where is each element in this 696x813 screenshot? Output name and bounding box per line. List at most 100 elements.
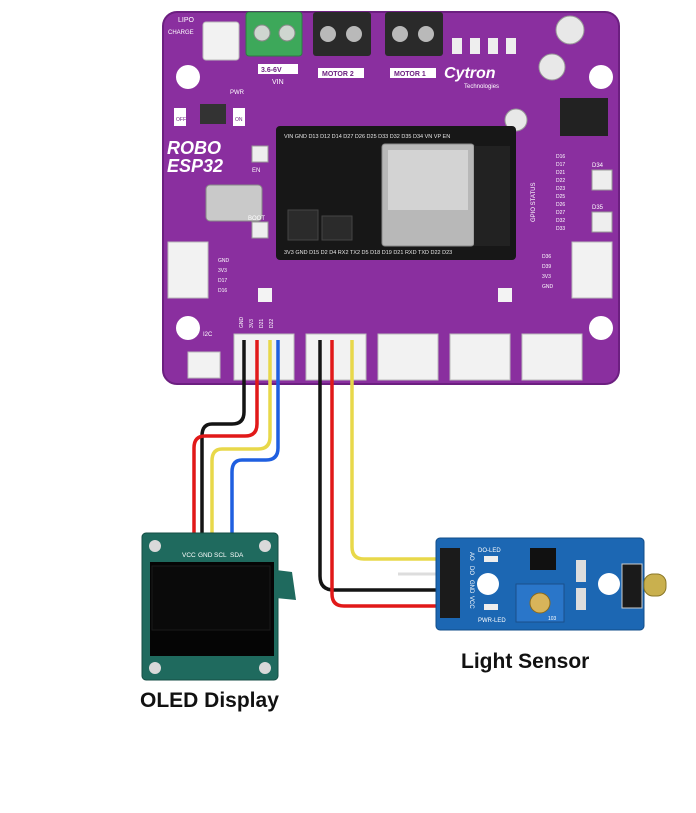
bottom-grove-row <box>233 333 583 381</box>
grove-connector <box>305 333 367 381</box>
mount-hole-icon <box>259 540 271 552</box>
gpio-status-pin: D26 <box>556 202 565 208</box>
screw-icon <box>278 24 296 42</box>
sensor-caption: Light Sensor <box>461 650 590 673</box>
usb-port <box>205 184 263 222</box>
motor2-label: MOTOR 2 <box>322 71 354 78</box>
led-icon <box>488 38 498 54</box>
on-label-box <box>233 108 245 126</box>
pwr-led-label: PWR-LED <box>478 618 506 624</box>
screw-icon <box>392 26 408 42</box>
wire-oled-scl <box>210 340 272 545</box>
gpio-status-pin: D27 <box>556 210 565 216</box>
oled-module: VCC GND SCL SDA <box>141 532 296 681</box>
grove-connector <box>377 333 439 381</box>
vin-range-box <box>258 64 298 74</box>
mount-hole-icon <box>149 540 161 552</box>
i2c-label: I2C <box>203 332 213 338</box>
oled-active-area <box>151 565 271 631</box>
capacitor-icon <box>538 53 566 81</box>
vin-terminal <box>245 11 303 57</box>
usb-chip <box>287 209 319 241</box>
gpio-status-pin: D33 <box>556 226 565 232</box>
antenna-area <box>474 146 510 246</box>
gpio-status-pin: D25 <box>556 194 565 200</box>
gpio-status-list: D16 D17 D21 D22 D23 D25 D26 D27 D32 D33 <box>556 154 565 232</box>
vin-label: VIN <box>272 79 284 86</box>
grove-pin-label: D21 <box>259 319 265 328</box>
d35-label: D35 <box>592 205 604 211</box>
ldr-socket <box>621 563 643 609</box>
light-sensor-module: AO DO GND VCC DO-LED PWR-LED 103 <box>435 537 667 631</box>
model-line1: ROBO <box>167 138 221 158</box>
mount-hole-icon <box>589 316 613 340</box>
comparator-chip <box>530 548 556 570</box>
grove-connector <box>449 333 511 381</box>
d35-button <box>591 211 613 233</box>
grove-pin-label: D22 <box>269 319 275 328</box>
gpio-status-pin: D32 <box>556 218 565 224</box>
mount-hole-icon <box>598 573 620 595</box>
right-grove-pin: D36 <box>542 254 551 260</box>
d34-label: D34 <box>592 163 604 169</box>
brand-name: Cytron <box>444 65 496 82</box>
gpio-status-pin: D17 <box>556 162 565 168</box>
mount-hole-icon <box>589 65 613 89</box>
sensor-pin-label: AO <box>468 552 474 561</box>
motor1-terminal <box>385 12 443 56</box>
wire-oled-vcc <box>192 340 259 545</box>
brand-sub: Technologies <box>464 84 499 90</box>
left-grove-connector <box>167 241 209 299</box>
mount-hole-icon <box>477 573 499 595</box>
wire-sensor-ao <box>350 340 440 561</box>
ldr-icon <box>643 573 667 597</box>
sensor-pin-label: VCC <box>468 596 474 609</box>
charge-label: CHARGE <box>168 30 194 36</box>
wires <box>192 340 440 608</box>
right-grove-pin: GND <box>542 284 554 290</box>
led-icon <box>506 38 516 54</box>
oled-pin-label: VCC <box>182 552 196 559</box>
left-grove-pin: GND <box>218 258 230 264</box>
wire-sensor-gnd <box>318 340 440 592</box>
sensor-header <box>440 548 460 618</box>
gpio-status-pin: D22 <box>556 178 565 184</box>
led-icon <box>498 288 512 302</box>
led-icon <box>470 38 480 54</box>
lipo-label: LIPO <box>178 17 195 24</box>
oled-flex-tab <box>276 570 296 600</box>
bottom-grove-pin-labels: GND 3V3 D21 D22 <box>239 317 275 329</box>
led-icon <box>484 556 498 562</box>
screw-icon <box>253 24 271 42</box>
sensor-pin-label: GND <box>468 580 474 594</box>
right-grove-pin: 3V3 <box>542 274 551 280</box>
grove-pin-label: GND <box>239 317 245 329</box>
esp-top-pins: VIN GND D13 D12 D14 D27 D26 D25 D33 D32 … <box>284 134 450 140</box>
gpio-status-pin: D16 <box>556 154 565 160</box>
robo-esp32-board: LIPO CHARGE 3.6-6V VIN MOTOR 2 MOTOR 1 C… <box>162 11 620 385</box>
screw-icon <box>320 26 336 42</box>
motor2-label-box <box>318 68 364 78</box>
wire-oled-gnd <box>200 340 246 545</box>
screw-icon <box>346 26 362 42</box>
sensor-pin-label: DO <box>468 566 474 575</box>
pot-knob-icon <box>529 592 551 614</box>
oled-pin-label: SCL <box>214 552 227 559</box>
mount-hole-icon <box>259 662 271 674</box>
esp-bottom-pins: 3V3 GND D15 D2 D4 RX2 TX2 D5 D18 D19 D21… <box>284 250 452 256</box>
resistor-icon <box>576 588 586 610</box>
oled-pin-label: SDA <box>230 552 244 559</box>
motor1-label: MOTOR 1 <box>394 71 426 78</box>
do-led-label: DO-LED <box>478 548 501 554</box>
pwr-label: PWR <box>230 90 245 96</box>
motor1-label-box <box>390 68 436 78</box>
boot-label: BOOT <box>248 216 265 222</box>
gpio-status-label: GPIO STATUS <box>531 183 537 222</box>
grove-pin-label: 3V3 <box>249 319 255 328</box>
right-grove-pin: D39 <box>542 264 551 270</box>
pot-label: 103 <box>548 616 557 622</box>
en-button <box>251 145 269 163</box>
power-switch <box>200 104 226 124</box>
wire-sensor-vcc <box>330 340 440 608</box>
gpio-status-pin: D21 <box>556 170 565 176</box>
